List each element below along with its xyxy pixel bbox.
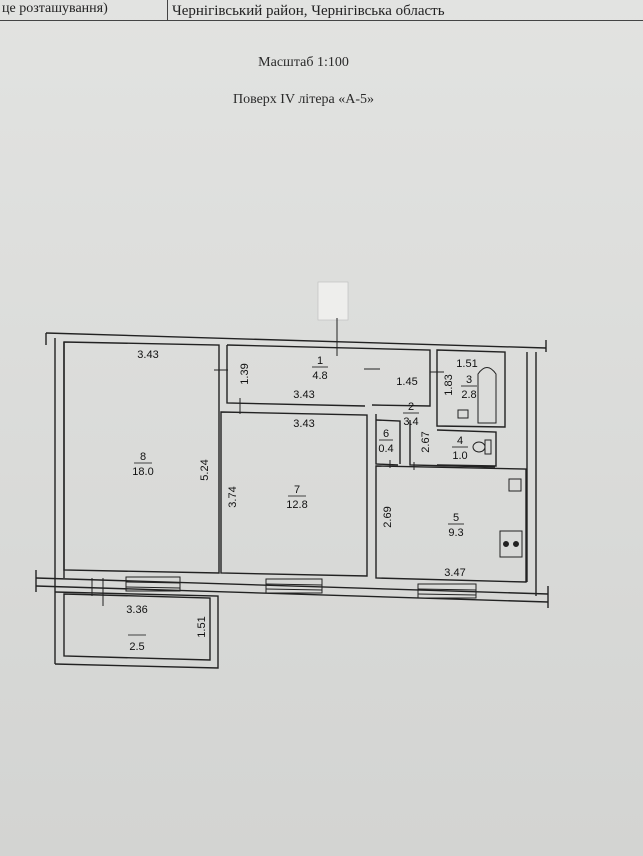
room-8-number: 8 [140,451,146,463]
room-6-area: 0.4 [378,443,393,455]
room-6-outline [375,419,401,464]
room-4-outline [436,429,497,467]
room-5-number: 5 [453,512,459,524]
room-1-number: 1 [317,355,323,367]
room-4-number: 4 [457,435,463,447]
dim-room5-width: 3.47 [444,567,465,579]
room-7-number: 7 [294,484,300,496]
dim-room7-length: 3.74 [227,486,239,507]
room-1-area: 4.8 [312,370,327,382]
paper-stamp [317,281,349,321]
dim-room5-length: 2.69 [382,506,394,527]
sink-icon [508,478,522,492]
header-location-left: це розташування) [0,0,168,20]
dim-balcony-width: 3.36 [126,604,147,616]
room-1-outline [226,344,431,407]
dim-room3-width: 1.51 [456,358,477,370]
room-3-area: 2.8 [461,389,476,401]
toilet-icon [472,439,492,455]
stove-icon [499,530,523,558]
room-2-outline [375,414,399,466]
window-room-7 [265,578,323,594]
room-7-outline [220,411,368,577]
dim-room1-length: 3.43 [293,389,314,401]
room-3-number: 3 [466,374,472,386]
outer-wall-top [45,332,547,349]
dim-room2-width: 1.45 [396,376,417,388]
room-4-area: 1.0 [452,450,467,462]
dim-room7-width: 3.43 [293,418,314,430]
room-2-number: 2 [408,401,414,413]
scale-caption: Масштаб 1:100 [258,55,349,70]
floor-caption: Поверх IV літера «А-5» [232,92,375,107]
room-2-area: 3.4 [403,416,418,428]
dim-room2-length: 2.67 [420,431,432,452]
balcony-area: 2.5 [129,641,144,653]
window-room-5 [417,583,477,599]
dim-room3-length: 1.83 [443,374,455,395]
dim-balcony-length: 1.51 [196,616,208,637]
dim-room8-width: 3.43 [137,349,158,361]
outer-wall-bottom [35,577,549,595]
header-location-right: Чернігівський район, Чернігівська област… [172,3,445,19]
room-8-area: 18.0 [132,466,153,478]
room-5-area: 9.3 [448,527,463,539]
room-5-outline [375,465,527,583]
room-6-number: 6 [383,428,389,440]
header-table: це розташування) Чернігівський район, Че… [0,0,643,21]
balcony-outline [54,591,219,669]
window-room-8 [125,576,181,592]
bathtub-icon [457,367,497,424]
room-8-outline [63,341,220,574]
dim-room8-length: 5.24 [199,459,211,480]
room-7-area: 12.8 [286,499,307,511]
room-3-outline [436,349,506,428]
dim-room1-width: 1.39 [239,363,251,384]
